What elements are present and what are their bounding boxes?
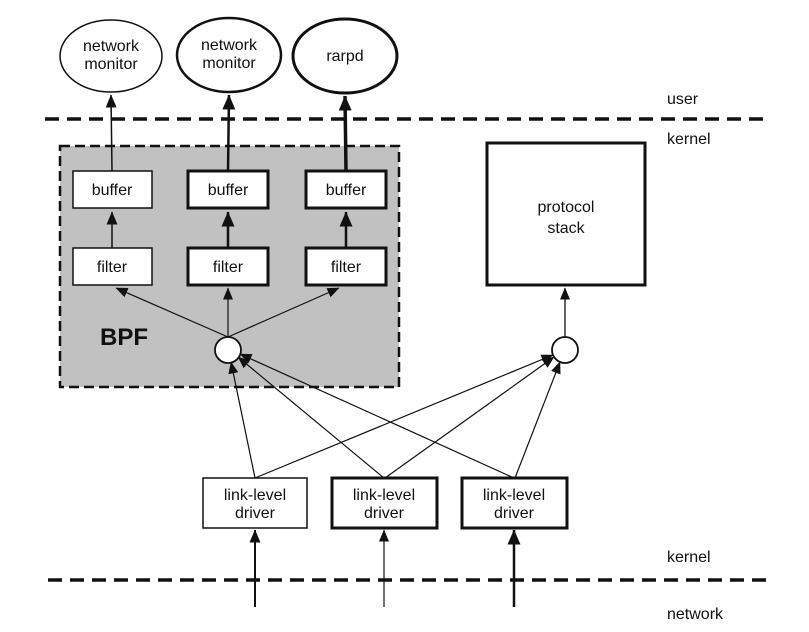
arrow-driver2-to-bpf-tap — [237, 356, 385, 479]
arrow-tap-to-filter3 — [227, 287, 340, 338]
arrow-driver1-to-bpf-tap — [228, 361, 256, 479]
driver-box-2 — [330, 476, 439, 530]
arrow-buffer2-to-monitor2 — [222, 94, 236, 172]
arrow-driver3-to-bpf-tap — [239, 353, 515, 479]
kernel-lower-label: kernel — [667, 549, 711, 566]
monitor1-label-line2: monitor — [84, 56, 138, 73]
arrow-tap-to-filter1 — [115, 287, 229, 338]
process-ellipse-network-monitor-1 — [59, 19, 163, 93]
stack-tap-circle — [551, 336, 579, 364]
driver2-label-line1: link-level — [353, 487, 415, 504]
buffer-label-2: buffer — [208, 182, 249, 199]
protocol-stack-box — [485, 141, 647, 287]
monitor2-label-line1: network — [201, 37, 258, 54]
driver2-label-line2: driver — [364, 505, 405, 522]
driver3-label-line1: link-level — [483, 487, 545, 504]
kernel-upper-label: kernel — [667, 131, 711, 148]
user-label: user — [667, 91, 699, 108]
driver-box-1 — [202, 477, 308, 529]
bpf-label: BPF — [100, 324, 148, 351]
filter-box-1 — [72, 247, 153, 286]
arrow-buffer3-to-rarpd — [338, 95, 352, 172]
driver-box-3 — [460, 476, 569, 530]
arrow-driver2-to-stack-tap — [384, 356, 555, 479]
arrow-driver1-to-stack-tap — [254, 354, 554, 479]
rarpd-label: rarpd — [326, 48, 363, 65]
monitor1-label-line1: network — [83, 38, 140, 55]
buffer-box-3 — [304, 169, 388, 210]
driver1-label-line1: link-level — [224, 487, 286, 504]
buffer-box-1 — [72, 170, 153, 209]
filter-box-3 — [304, 246, 388, 287]
driver1-label-line2: driver — [235, 505, 276, 522]
arrow-buffer1-to-monitor1 — [105, 94, 117, 172]
network-label: network — [667, 606, 724, 623]
driver3-label-line2: driver — [494, 505, 535, 522]
buffer-label-1: buffer — [92, 182, 133, 199]
buffer-label-3: buffer — [326, 182, 367, 199]
protocol-stack-label-line1: protocol — [538, 199, 595, 216]
filter-label-1: filter — [97, 259, 128, 276]
process-ellipse-rarpd — [291, 17, 399, 95]
protocol-stack-label-line2: stack — [547, 220, 585, 237]
process-ellipse-network-monitor-2 — [175, 16, 283, 94]
arrow-driver3-to-stack-tap — [514, 361, 561, 479]
filter-label-2: filter — [213, 259, 244, 276]
filter-label-3: filter — [331, 259, 362, 276]
monitor2-label-line2: monitor — [202, 55, 256, 72]
bpf-tap-circle — [214, 336, 242, 364]
